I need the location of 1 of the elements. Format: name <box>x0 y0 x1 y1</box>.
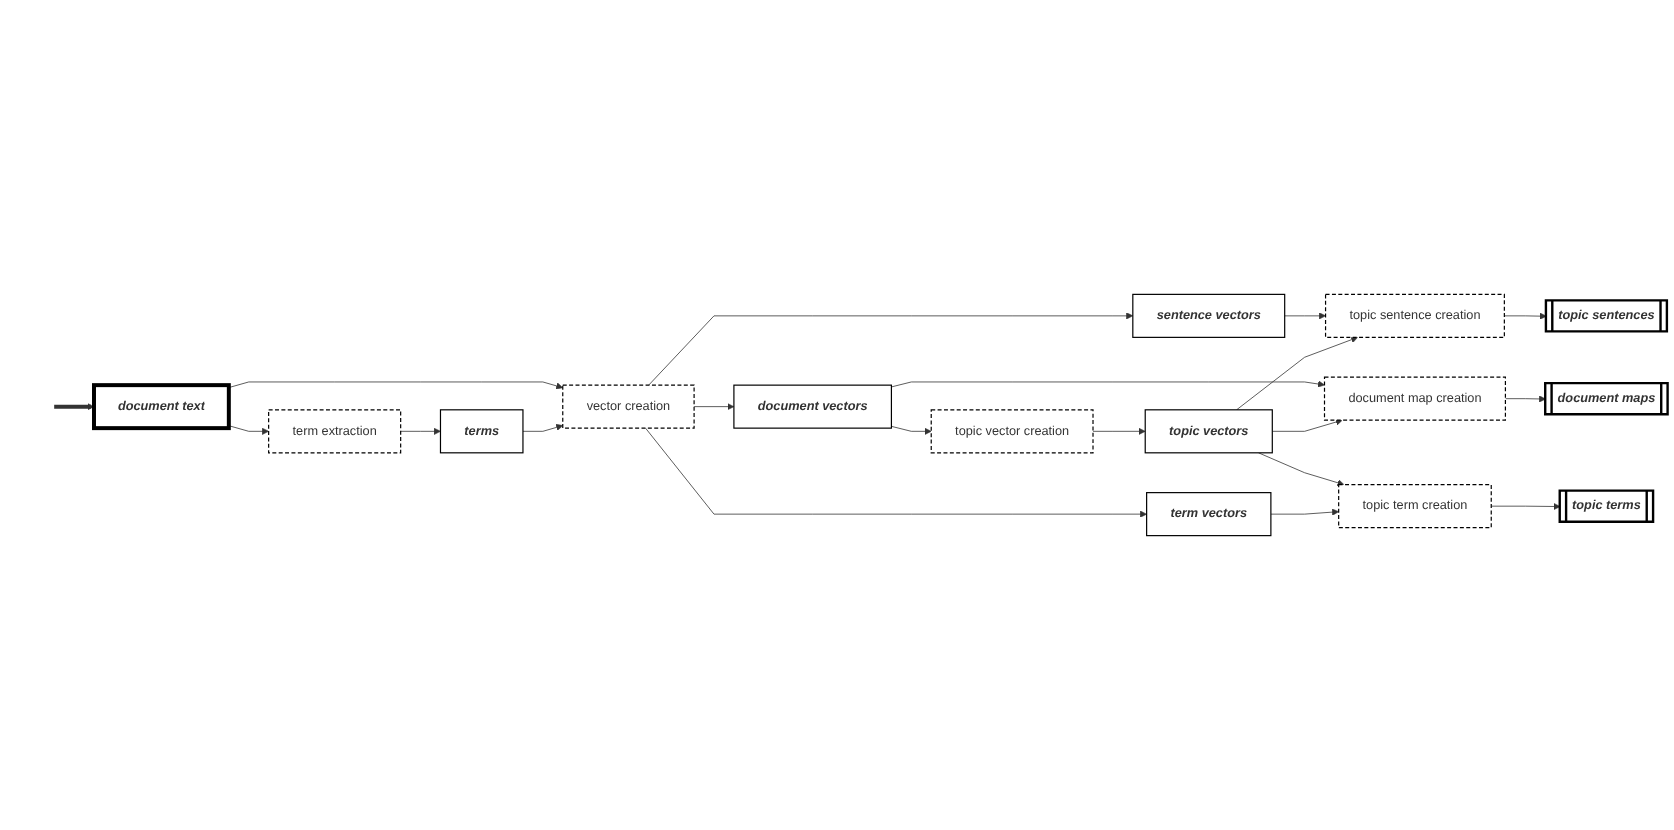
arrow <box>54 403 95 411</box>
